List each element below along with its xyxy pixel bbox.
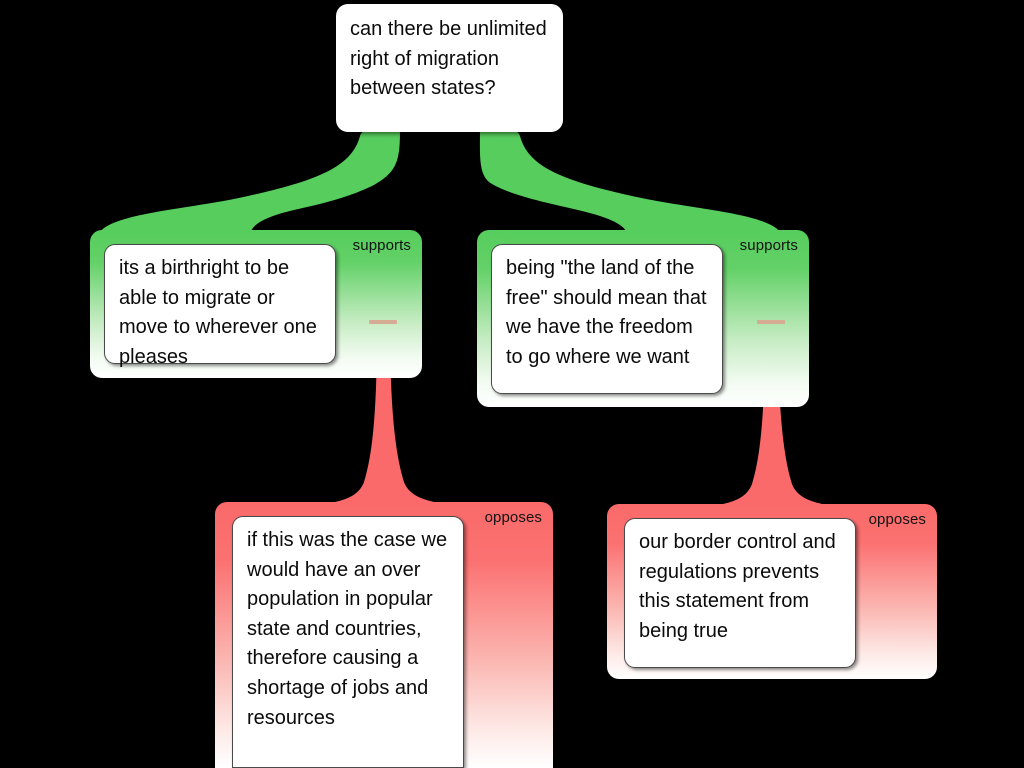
stem-dash-oppose-left: [369, 320, 397, 324]
relation-label-opposes-right: opposes: [868, 511, 926, 528]
root-claim-node[interactable]: can there be unlimited right of migratio…: [336, 4, 563, 132]
claim-card-support-right[interactable]: being "the land of the free" should mean…: [491, 244, 723, 394]
oppose-node-right[interactable]: opposes our border control and regulatio…: [607, 504, 937, 679]
connector-support-right: [479, 128, 783, 240]
connector-oppose-left: [300, 321, 470, 516]
relation-label-supports-left: supports: [352, 237, 411, 254]
relation-label-opposes-left: opposes: [484, 509, 542, 526]
oppose-node-left[interactable]: opposes if this was the case we would ha…: [215, 502, 553, 768]
support-node-right[interactable]: supports being "the land of the free" sh…: [477, 230, 809, 407]
claim-card-support-left[interactable]: its a birthright to be able to migrate o…: [104, 244, 336, 368]
claim-card-oppose-left[interactable]: if this was the case we would have an ov…: [232, 516, 464, 768]
connector-support-left: [97, 128, 400, 240]
stem-dash-oppose-right: [757, 320, 785, 324]
claim-card-oppose-right[interactable]: our border control and regulations preve…: [624, 518, 856, 668]
connector-root-stem-right: [480, 128, 497, 152]
connector-oppose-right: [688, 321, 858, 518]
connector-root-stem-left: [383, 128, 400, 152]
relation-label-supports-right: supports: [739, 237, 798, 254]
support-node-left[interactable]: supports its a birthright to be able to …: [90, 230, 422, 378]
